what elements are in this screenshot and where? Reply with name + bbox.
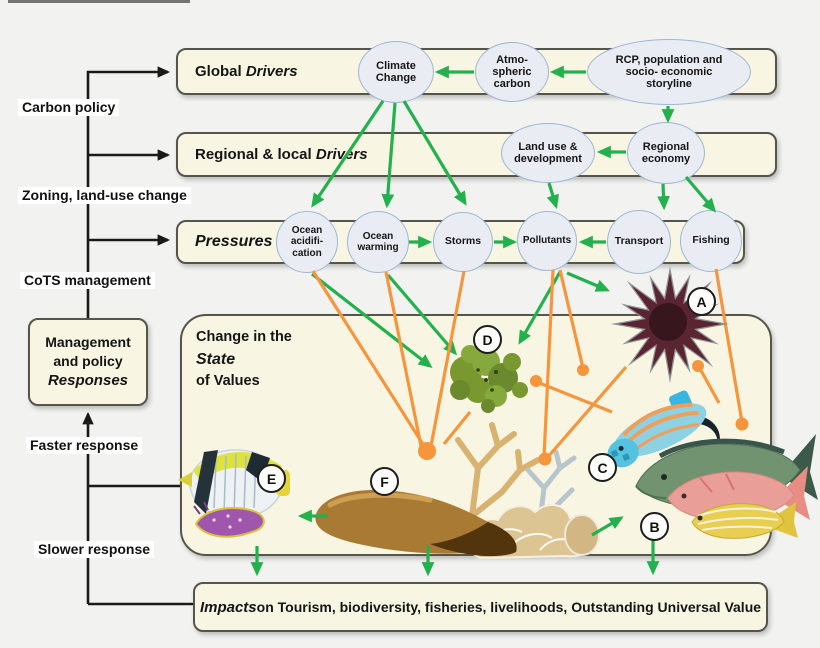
regional-economy-node: Regional economy <box>627 122 705 184</box>
pressures-label: Pressures <box>195 233 273 250</box>
faster-response-label: Faster response <box>26 437 143 455</box>
impacts-label-italic: Impacts <box>199 598 257 616</box>
impacts-label-rest: on Tourism, biodiversity, fisheries, liv… <box>256 599 762 615</box>
marker-b: B <box>640 512 669 541</box>
marker-a: A <box>687 287 716 316</box>
marker-c: C <box>588 453 617 482</box>
marker-f: F <box>370 467 399 496</box>
transport-node: Transport <box>607 210 671 274</box>
responses-box: Management and policy Responses <box>28 318 148 406</box>
marker-d: D <box>473 325 502 354</box>
ocean-acidification-node: Ocean acidifi- cation <box>276 211 338 273</box>
land-use-node: Land use & development <box>501 123 595 183</box>
storms-node: Storms <box>433 212 493 272</box>
rcp-storyline-node: RCP, population and socio- economic stor… <box>587 39 751 105</box>
slower-response-label: Slower response <box>34 541 155 559</box>
fishing-node: Fishing <box>680 210 742 272</box>
pollutants-node: Pollutants <box>517 211 577 271</box>
top-edge-artifact <box>8 0 190 3</box>
ocean-warming-node: Ocean warming <box>347 211 409 273</box>
global-drivers-label: Global Drivers <box>195 63 298 80</box>
regional-drivers-label: Regional & local Drivers <box>195 146 368 163</box>
climate-change-node: Climate Change <box>358 41 434 103</box>
impacts-box: Impacts on Tourism, biodiversity, fisher… <box>193 582 768 632</box>
atmospheric-carbon-node: Atmo- spheric carbon <box>475 42 549 102</box>
cots-management-label: CoTS management <box>20 272 155 290</box>
carbon-policy-label: Carbon policy <box>18 99 120 117</box>
zoning-label: Zoning, land-use change <box>18 187 191 205</box>
marker-e: E <box>257 464 286 493</box>
